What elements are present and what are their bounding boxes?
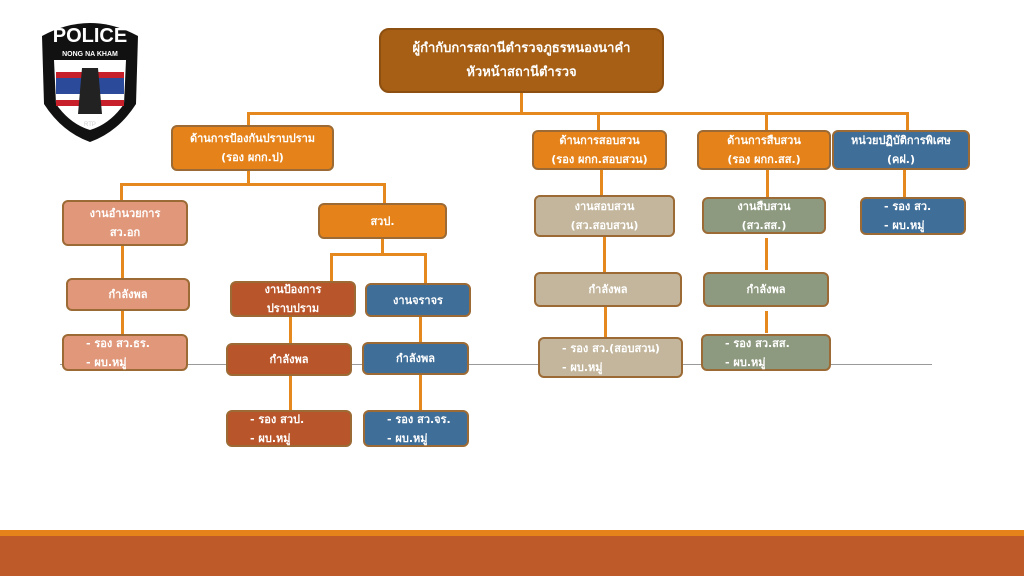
chief-role: หัวหน้าสถานีตำรวจ xyxy=(466,64,577,80)
footer-bar xyxy=(0,536,1024,576)
connector xyxy=(765,238,768,270)
box-label: ปราบปราม xyxy=(266,302,320,315)
traffic-staff-box: กำลังพล xyxy=(362,342,469,375)
connector xyxy=(289,316,292,344)
list-item: - ผบ.หมู่ xyxy=(387,431,428,445)
prevention-head-box: ด้านการป้องกันปราบปราม (รอง ผกก.ป) xyxy=(171,125,334,171)
list-item: - รอง สว. xyxy=(884,200,932,213)
traffic-box: งานจราจร xyxy=(365,283,471,317)
inquiry-members-box: - รอง สว.(สอบสวน) - ผบ.หมู่ xyxy=(538,337,683,378)
connector xyxy=(247,170,250,185)
box-label: กำลังพล xyxy=(269,353,309,366)
connector xyxy=(120,183,386,186)
connector xyxy=(247,112,909,115)
box-label: หน่วยปฏิบัติการพิเศษ xyxy=(851,134,951,147)
inquiry-work-box: งานสอบสวน (สว.สอบสวน) xyxy=(534,195,675,237)
connector xyxy=(903,169,906,198)
investigation-staff-box: กำลังพล xyxy=(703,272,829,307)
footer-stripe xyxy=(0,530,1024,536)
connector xyxy=(121,245,124,279)
connector xyxy=(766,169,769,198)
inquiry-staff-box: กำลังพล xyxy=(534,272,682,307)
connector xyxy=(120,183,123,201)
connector xyxy=(419,316,422,343)
connector xyxy=(330,253,426,256)
connector xyxy=(597,112,600,131)
box-label: (รอง ผกก.ป) xyxy=(221,151,284,164)
connector xyxy=(121,310,124,335)
box-label: กำลังพล xyxy=(746,283,786,296)
investigation-head-box: ด้านการสืบสวน (รอง ผกก.สส.) xyxy=(697,130,831,170)
connector xyxy=(424,253,427,284)
svg-text:NONG NA KHAM: NONG NA KHAM xyxy=(62,51,118,58)
police-badge-logo: POLICE NONG NA KHAM RTP xyxy=(42,23,138,142)
connector xyxy=(600,169,603,196)
connector xyxy=(383,183,386,204)
box-label: กำลังพล xyxy=(396,352,435,365)
patrol-members-box: - รอง สวป. - ผบ.หมู่ xyxy=(226,410,352,447)
list-item: - รอง สว.(สอบสวน) xyxy=(562,341,660,355)
connector xyxy=(765,311,768,333)
connector xyxy=(520,92,523,114)
box-label: กำลังพล xyxy=(588,283,628,296)
box-label: ด้านการสอบสวน xyxy=(559,134,640,147)
admin-box: งานอำนวยการ สว.อก xyxy=(62,200,188,246)
svg-text:POLICE: POLICE xyxy=(53,25,127,47)
connector xyxy=(381,238,384,255)
box-label: (สว.สอบสวน) xyxy=(570,219,639,232)
divider-line xyxy=(60,364,932,365)
connector xyxy=(419,375,422,411)
admin-members-box: - รอง สว.ธร. - ผบ.หมู่ xyxy=(62,334,188,371)
connector xyxy=(603,236,606,273)
box-label: สวป. xyxy=(370,214,395,228)
box-label: งานอำนวยการ xyxy=(89,207,161,220)
connector xyxy=(289,375,292,411)
admin-staff-box: กำลังพล xyxy=(66,278,190,311)
list-item: - ผบ.หมู่ xyxy=(562,360,603,374)
connector xyxy=(247,112,250,126)
connector xyxy=(604,306,607,338)
special-head-box: หน่วยปฏิบัติการพิเศษ (คฝ.) xyxy=(832,130,970,170)
patrol-box: งานป้องการ ปราบปราม xyxy=(230,281,356,317)
box-label: (รอง ผกก.สอบสวน) xyxy=(551,153,648,166)
list-item: - ผบ.หมู่ xyxy=(884,219,925,232)
chief-box: ผู้กำกับการสถานีตำรวจภูธรหนองนาคำ หัวหน้… xyxy=(379,28,664,93)
list-item: - ผบ.หมู่ xyxy=(86,355,127,369)
box-label: งานจราจร xyxy=(393,293,443,307)
list-item: - รอง สว.ธร. xyxy=(86,336,150,350)
list-item: - ผบ.หมู่ xyxy=(725,355,766,369)
box-label: ด้านการป้องกันปราบปราม xyxy=(189,132,316,145)
box-label: งานป้องการ xyxy=(264,283,322,296)
special-members-box: - รอง สว. - ผบ.หมู่ xyxy=(860,197,966,235)
inquiry-head-box: ด้านการสอบสวน (รอง ผกก.สอบสวน) xyxy=(532,130,667,170)
list-item: - รอง สว.จร. xyxy=(387,412,451,426)
connector xyxy=(906,112,909,131)
investigation-members-box: - รอง สว.สส. - ผบ.หมู่ xyxy=(701,334,831,371)
patrol-staff-box: กำลังพล xyxy=(226,343,352,376)
box-label: งานสืบสวน xyxy=(737,199,791,213)
list-item: - รอง สว.สส. xyxy=(725,336,790,350)
list-item: - รอง สวป. xyxy=(250,412,305,426)
box-label: (รอง ผกก.สส.) xyxy=(727,153,801,166)
list-item: - ผบ.หมู่ xyxy=(250,431,291,445)
box-label: (สว.สส.) xyxy=(741,218,787,232)
box-label: งานสอบสวน xyxy=(574,200,635,213)
chief-title: ผู้กำกับการสถานีตำรวจภูธรหนองนาคำ xyxy=(412,40,631,56)
investigation-work-box: งานสืบสวน (สว.สส.) xyxy=(702,197,826,234)
box-label: (คฝ.) xyxy=(886,153,916,166)
svg-text:RTP: RTP xyxy=(84,122,96,128)
box-label: ด้านการสืบสวน xyxy=(727,134,801,147)
connector xyxy=(765,112,768,131)
box-label: สว.อก xyxy=(109,226,141,239)
box-label: กำลังพล xyxy=(108,288,148,301)
connector xyxy=(330,253,333,282)
svp-box: สวป. xyxy=(318,203,447,239)
traffic-members-box: - รอง สว.จร. - ผบ.หมู่ xyxy=(363,410,469,447)
